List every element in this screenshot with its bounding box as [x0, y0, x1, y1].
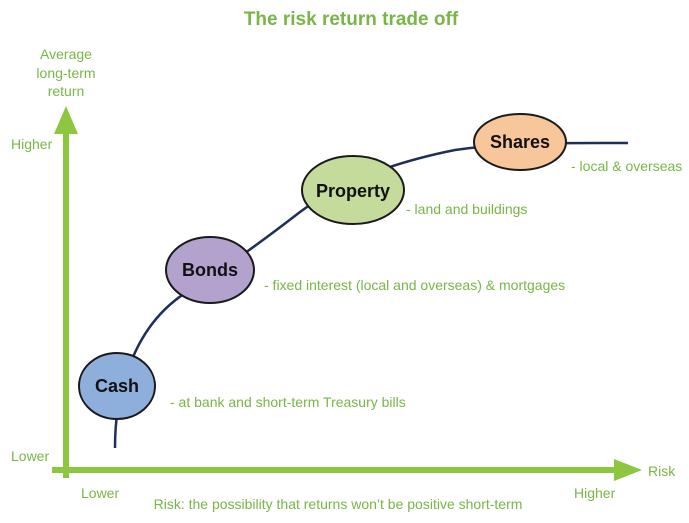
cash-description: - at bank and short-term Treasury bills: [170, 394, 406, 410]
bonds-label: Bonds: [182, 260, 238, 280]
x-axis-lower-label: Lower: [81, 485, 119, 501]
node-cash: Cash - at bank and short-term Treasury b…: [78, 352, 406, 420]
node-property: Property - land and buildings: [301, 155, 527, 225]
y-axis-label-line-2: long-term: [36, 65, 95, 81]
cash-label: Cash: [95, 376, 139, 396]
y-axis-label-line-1: Average: [40, 46, 92, 62]
y-axis-higher-label: Higher: [11, 136, 53, 152]
shares-description: - local & overseas: [571, 158, 682, 174]
bonds-ellipse: [165, 236, 255, 304]
x-axis: Risk Lower Higher Risk: the possibility …: [52, 459, 676, 512]
bonds-description: - fixed interest (local and overseas) & …: [264, 277, 565, 293]
node-bonds: Bonds - fixed interest (local and overse…: [165, 236, 565, 304]
shares-ellipse: [473, 113, 567, 171]
property-ellipse: [301, 155, 405, 225]
property-label: Property: [316, 181, 390, 201]
property-description: - land and buildings: [406, 201, 527, 217]
y-axis: Average long-term return Higher Lower: [11, 46, 96, 478]
node-shares: Shares - local & overseas: [473, 113, 682, 174]
x-axis-label: Risk: [648, 463, 676, 479]
diagram-title: The risk return trade off: [244, 9, 459, 30]
x-axis-higher-label: Higher: [574, 485, 616, 501]
shares-label: Shares: [490, 132, 550, 152]
y-axis-label-line-3: return: [48, 83, 85, 99]
y-axis-arrowhead-icon: [54, 106, 78, 134]
cash-ellipse: [78, 352, 156, 420]
x-axis-arrowhead-icon: [614, 459, 642, 481]
x-axis-caption: Risk: the possibility that returns won’t…: [154, 496, 523, 512]
y-axis-lower-label: Lower: [11, 448, 49, 464]
